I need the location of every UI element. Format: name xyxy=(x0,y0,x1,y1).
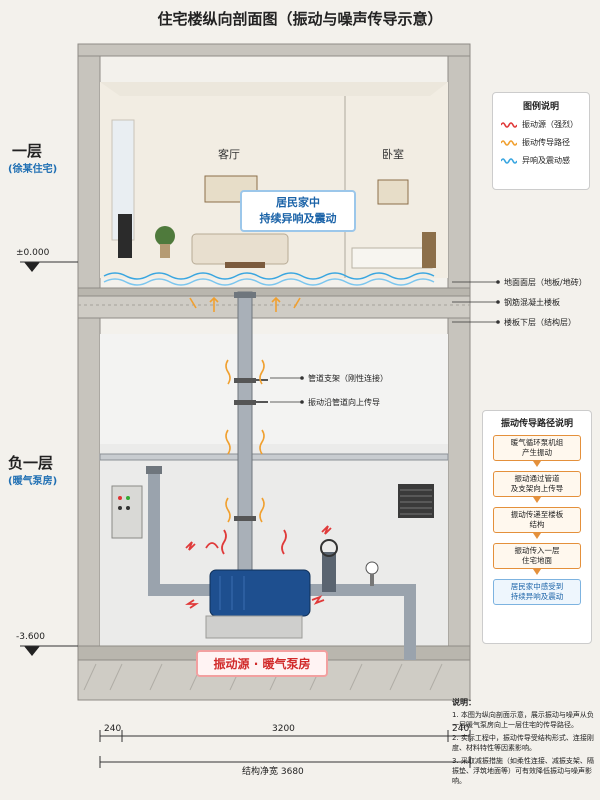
resident-alert-box: 居民家中 持续异响及震动 xyxy=(240,190,356,232)
alert-line-2: 持续异响及震动 xyxy=(259,212,337,225)
arrow-down-icon xyxy=(533,533,541,539)
ceiling xyxy=(100,82,448,96)
wave-red-icon xyxy=(501,121,517,128)
conduction-marks xyxy=(189,296,301,523)
pressure-gauge xyxy=(365,561,379,575)
legend-panel: 图例说明 振动源（强烈） 振动传导路径 异响及震动感 xyxy=(492,92,590,190)
vent-louvre xyxy=(398,484,434,518)
arrow-down-icon xyxy=(533,569,541,575)
page-title: 住宅楼纵向剖面图（振动与噪声传导示意） xyxy=(157,10,443,28)
valve-handwheel xyxy=(320,539,338,557)
note-3: 3. 采取减振措施（如柔性连接、减振支架、隔振垫、浮筑地面等）可有效降低振动与噪… xyxy=(452,757,594,785)
room-label-living: 客厅 xyxy=(218,148,240,161)
callout-pipe-support: 管道支架（刚性连接） xyxy=(308,374,388,383)
callout-floor-finish: 地面面层（地板/地砖） xyxy=(504,278,587,287)
legend-title: 图例说明 xyxy=(522,102,559,112)
note-1: 1. 本图为纵向剖面示意，展示振动与噪声从负一层暖气泵房向上一层住宅的传导路径。 xyxy=(452,711,594,729)
left-wall-lower xyxy=(77,317,101,659)
right-wall-upper xyxy=(447,55,471,291)
flow-step-5: 居民家中感受到持续异响及震动 xyxy=(493,579,581,605)
floor-label-upper: 一层 xyxy=(12,142,43,160)
notes-panel: 说明： 1. 本图为纵向剖面示意，展示振动与噪声从负一层暖气泵房向上一层住宅的传… xyxy=(452,698,596,789)
note-2: 2. 实际工程中，振动传导受结构形式、连接刚度、材料特性等因素影响。 xyxy=(452,734,594,752)
vibration-source-label: 振动源 · 暖气泵房 xyxy=(196,650,328,677)
callout-slab-underside: 楼板下层（结构层） xyxy=(504,318,576,327)
roof-slab xyxy=(77,43,471,57)
right-wall-lower xyxy=(447,317,471,659)
flow-step-2: 振动通过管道及支架向上传导 xyxy=(493,471,581,497)
dim-left: 240 xyxy=(104,724,122,734)
dim-right: 240 xyxy=(452,724,470,734)
discharge-pipe xyxy=(300,584,416,660)
flow-step-3: 振动传递至楼板结构 xyxy=(493,507,581,533)
elevation-marker-upper xyxy=(24,262,40,272)
left-wall-upper xyxy=(77,55,101,291)
arrow-down-icon xyxy=(533,461,541,467)
callout-pipe-conduction: 振动沿管道向上传导 xyxy=(308,398,380,407)
dim-total: 结构净宽 3680 xyxy=(242,767,304,777)
floor-finish xyxy=(77,287,471,297)
suction-pipe xyxy=(148,470,220,596)
legend-item-source: 振动源（强烈） xyxy=(501,119,589,130)
flow-panel: 振动传导路径说明 暖气循环泵机组产生振动 振动通过管道及支架向上传导 振动传递至… xyxy=(482,410,592,644)
elevation-marker-lower xyxy=(24,646,40,656)
floor-sub-upper: (徐某住宅) xyxy=(8,164,58,175)
pump-base xyxy=(205,615,303,639)
dim-center: 3200 xyxy=(272,724,295,734)
wave-blue-icon xyxy=(501,157,517,164)
concrete-slab xyxy=(77,295,471,319)
flow-step-4: 振动传入一层住宅地面 xyxy=(493,543,581,569)
arrow-down-icon xyxy=(533,497,541,503)
sofa xyxy=(191,233,289,265)
room-label-bedroom: 卧室 xyxy=(382,148,404,161)
vibration-source-marks xyxy=(185,525,332,609)
flow-step-1: 暖气循环泵机组产生振动 xyxy=(493,435,581,461)
notes-title: 说明： xyxy=(452,698,476,707)
wave-orange-icon xyxy=(501,139,517,146)
flow-title: 振动传导路径说明 xyxy=(500,419,573,429)
floor-label-lower: 负一层 xyxy=(8,454,54,472)
elevation-lower: -3.600 xyxy=(16,632,46,642)
callout-concrete-slab: 钢筋混凝土楼板 xyxy=(504,298,560,307)
legend-item-effect: 异响及震动感 xyxy=(501,155,589,166)
riser-pipe xyxy=(237,291,253,573)
control-cabinet xyxy=(111,485,143,539)
tv xyxy=(118,214,132,258)
elevation-upper: ±0.000 xyxy=(16,248,50,258)
bed xyxy=(351,247,433,269)
legend-item-path: 振动传导路径 xyxy=(501,137,589,148)
alert-line-1: 居民家中 xyxy=(276,196,320,209)
pump-motor xyxy=(209,569,311,617)
floor-sub-lower: (暖气泵房) xyxy=(8,476,58,487)
